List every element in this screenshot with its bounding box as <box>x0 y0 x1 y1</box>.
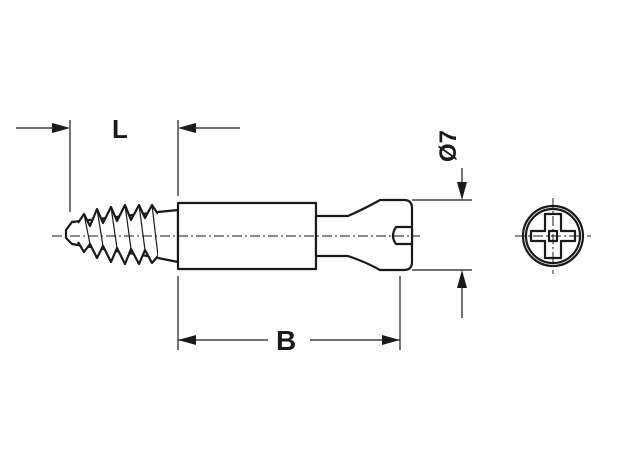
dimension-b-label: B <box>276 325 296 356</box>
dimension-l-label: L <box>112 114 128 144</box>
dimension-diameter: Ø7 <box>412 130 472 318</box>
dimension-b: B <box>177 276 401 356</box>
bolt-end-view <box>515 198 591 274</box>
bolt-head <box>314 198 414 272</box>
screw-thread <box>64 203 180 266</box>
dimension-diameter-label: Ø7 <box>435 130 462 162</box>
bolt-side-view <box>52 198 420 272</box>
dimension-l: L <box>16 114 240 212</box>
